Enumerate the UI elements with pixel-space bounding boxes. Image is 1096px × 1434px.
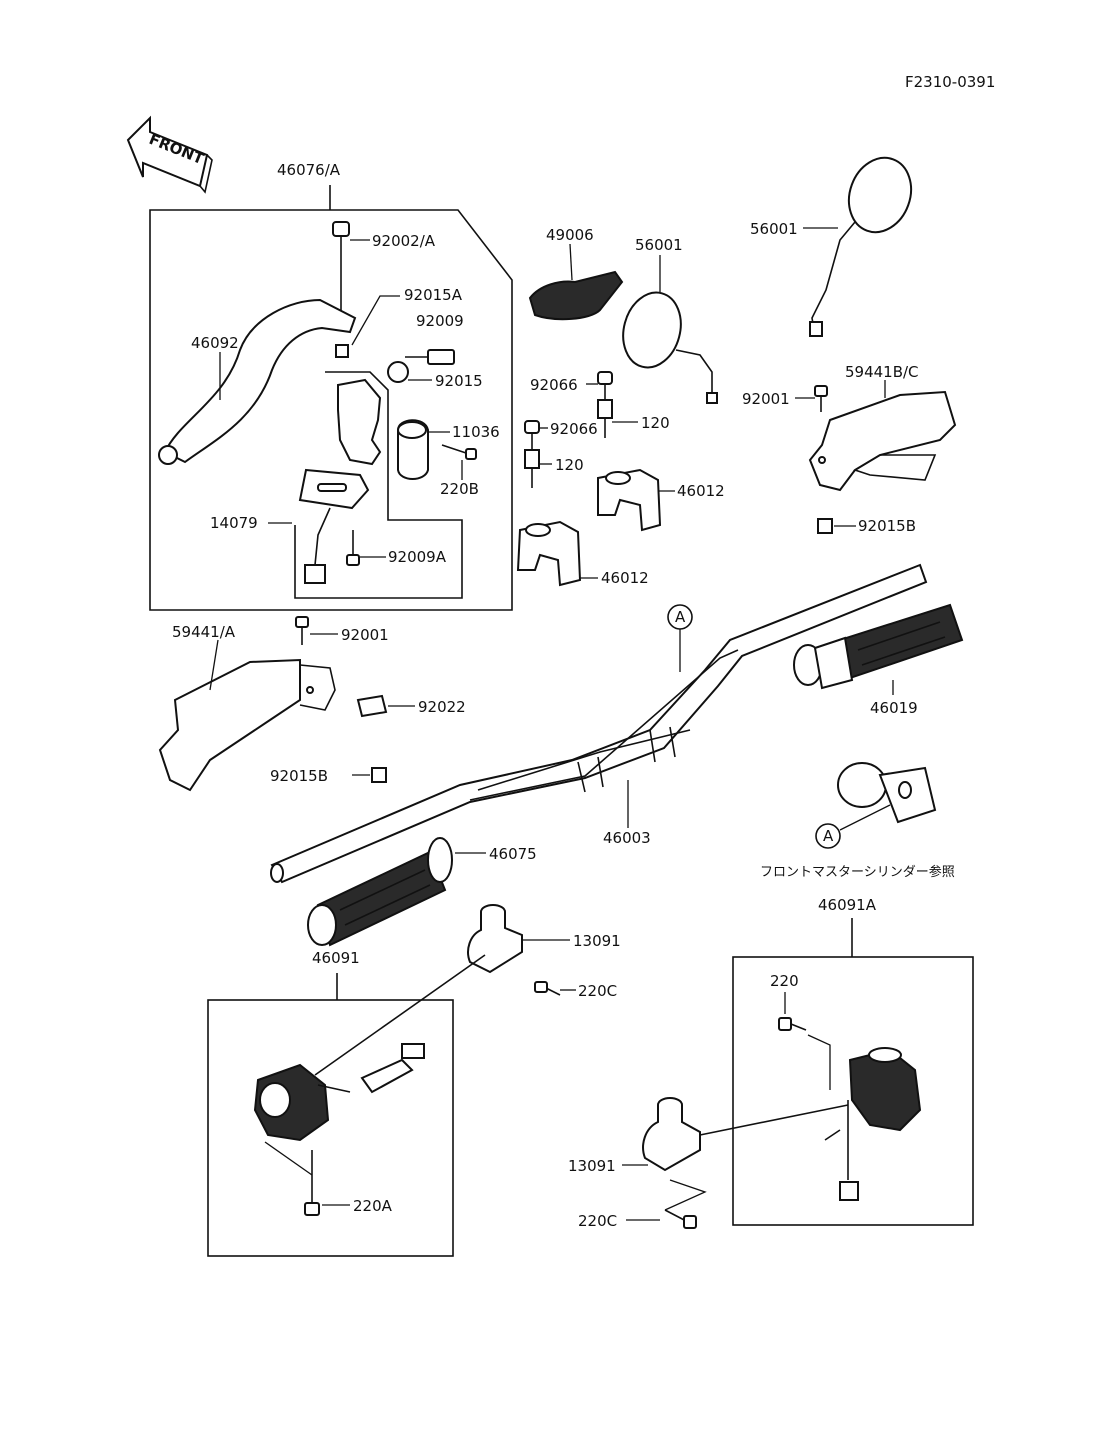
front-arrow-icon: FRONT: [126, 115, 213, 194]
bolt-92066-b-icon: [524, 420, 540, 488]
label-220C-left: 220C: [578, 982, 617, 1000]
label-59441A: 59441/A: [172, 623, 236, 641]
clamp-11036-icon: [397, 419, 429, 480]
adjuster-92009-icon: [405, 349, 455, 365]
label-92015A: 92015A: [404, 286, 463, 304]
clamp-46012-b-icon: [516, 520, 582, 587]
label-120-a: 120: [641, 414, 670, 432]
mirror-56001-mid-icon: [622, 255, 718, 404]
label-120-b: 120: [555, 456, 584, 474]
cover-49006-icon: [528, 243, 624, 321]
lever-holder-icon: [337, 378, 382, 466]
handlebar-46003-icon: [270, 563, 928, 884]
screw-220C-left-icon: [534, 981, 561, 996]
grip-46075-icon: [307, 837, 453, 947]
clutch-lever-assembly: 46076/A 92002/A 46092 92015A 92009 92015: [149, 161, 513, 611]
wire-connector-icon: [360, 1058, 414, 1094]
screw-220A-icon: [304, 1150, 320, 1216]
lever-46092-icon: [163, 298, 357, 464]
label-220A: 220A: [353, 1197, 393, 1215]
handguard-59441A-icon: [158, 639, 336, 792]
label-13091-right: 13091: [568, 1157, 616, 1175]
note-master-cylinder-ref: フロントマスターシリンダー参照: [760, 864, 955, 880]
label-56001-mid: 56001: [635, 236, 683, 254]
screw-220B-icon: [441, 444, 477, 460]
label-92015: 92015: [435, 372, 483, 390]
label-92022: 92022: [418, 698, 466, 716]
label-92001-left: 92001: [341, 626, 389, 644]
label-46091A: 46091A: [818, 896, 877, 914]
clip-92022-icon: [356, 694, 388, 718]
label-46075: 46075: [489, 845, 537, 863]
bolt-92001-left-icon: [295, 616, 309, 645]
label-46012-a: 46012: [677, 482, 725, 500]
screw-220C-right-icon: [664, 1209, 697, 1229]
handguard-59441BC-icon: [808, 390, 957, 492]
label-46003: 46003: [603, 829, 651, 847]
label-49006: 49006: [546, 226, 594, 244]
bolt-92002A-icon: [332, 221, 350, 318]
label-220C-right: 220C: [578, 1212, 617, 1230]
screw-220-icon: [778, 1017, 807, 1031]
ref-A-note: A: [823, 827, 834, 845]
label-92009: 92009: [416, 312, 464, 330]
switch-assembly-46091: 46091 220A: [207, 949, 486, 1257]
label-92015B-right: 92015B: [858, 517, 916, 535]
label-46012-b: 46012: [601, 569, 649, 587]
grip-46019-icon: [793, 603, 964, 690]
label-92001-right: 92001: [742, 390, 790, 408]
label-13091-left: 13091: [573, 932, 621, 950]
label-11036: 11036: [452, 423, 500, 441]
label-46019: 46019: [870, 699, 918, 717]
label-92015B-left: 92015B: [270, 767, 328, 785]
bolt-92066-a-icon: [597, 371, 613, 438]
label-46076A: 46076/A: [277, 161, 341, 179]
washer-92015-icon: [387, 361, 409, 383]
nut-92015B-right-icon: [817, 518, 833, 534]
label-46092: 46092: [191, 334, 239, 352]
clamp-46012-a-icon: [597, 468, 662, 532]
ref-A-bar: A: [675, 608, 686, 626]
bolt-92001-right-icon: [814, 385, 828, 412]
housing-13091-right-icon: [642, 1097, 701, 1172]
label-92066-a: 92066: [530, 376, 578, 394]
figure-code: F2310-0391: [905, 73, 995, 91]
label-92002A: 92002/A: [372, 232, 436, 250]
switch-14079-icon: [298, 468, 370, 584]
ref-A-note-marker: [815, 823, 841, 849]
switch-assembly-46091A: 46091A 220: [732, 896, 974, 1226]
label-59441BC: 59441B/C: [845, 363, 919, 381]
master-cylinder-ref-icon: [837, 762, 937, 824]
label-14079: 14079: [210, 514, 258, 532]
label-46091: 46091: [312, 949, 360, 967]
nut-92015A-icon: [335, 344, 349, 358]
screw-92009A-icon: [346, 530, 360, 566]
label-220: 220: [770, 972, 799, 990]
label-92009A: 92009A: [388, 548, 447, 566]
label-92066-b: 92066: [550, 420, 598, 438]
nut-92015B-left-icon: [371, 767, 387, 783]
mirror-56001-right-icon: [809, 156, 913, 337]
label-220B: 220B: [440, 480, 479, 498]
label-56001-right: 56001: [750, 220, 798, 238]
